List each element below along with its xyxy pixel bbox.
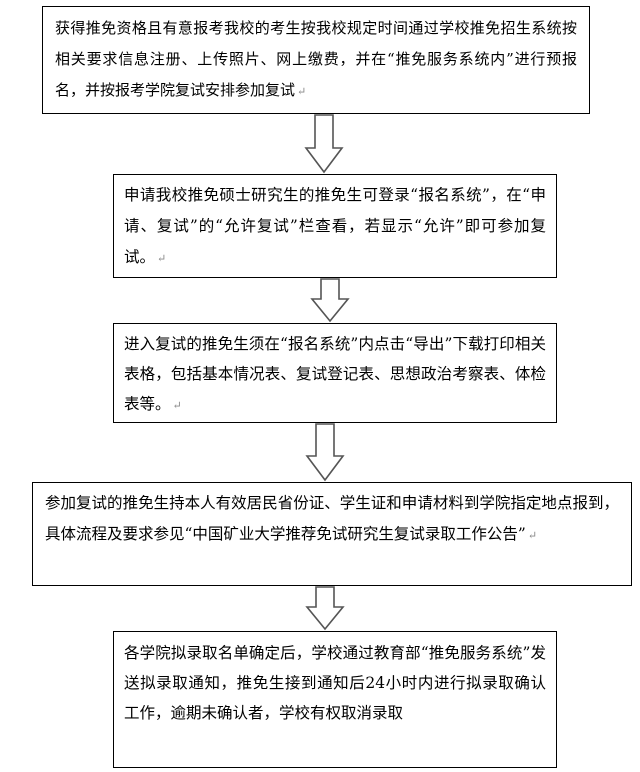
step-4-text: 参加复试的推免生持本人有效居民省份证、学生证和申请材料到学院指定地点报到，具体流…	[45, 494, 619, 543]
arrow-down-icon	[304, 114, 344, 174]
step-1-text: 获得推免资格且有意报考我校的考生按我校规定时间通过学校推免招生系统按相关要求信息…	[55, 19, 577, 99]
step-2-text: 申请我校推免硕士研究生的推免生可登录“报名系统”，在“申请、复试”的“允许复试”…	[124, 186, 546, 266]
flow-step-1: 获得推免资格且有意报考我校的考生按我校规定时间通过学校推免招生系统按相关要求信息…	[42, 6, 590, 114]
flow-step-3: 进入复试的推免生须在“报名系统”内点击“导出”下载打印相关表格，包括基本情况表、…	[113, 323, 557, 423]
flow-step-5: 各学院拟录取名单确定后，学校通过教育部“推免服务系统”发送拟录取通知，推免生接到…	[113, 631, 557, 768]
paragraph-mark-icon: ↵	[157, 252, 167, 265]
paragraph-mark-icon: ↵	[297, 85, 307, 98]
flow-step-4: 参加复试的推免生持本人有效居民省份证、学生证和申请材料到学院指定地点报到，具体流…	[32, 482, 632, 586]
step-3-text: 进入复试的推免生须在“报名系统”内点击“导出”下载打印相关表格，包括基本情况表、…	[124, 335, 546, 413]
arrow-down-icon	[305, 586, 345, 631]
step-5-text: 各学院拟录取名单确定后，学校通过教育部“推免服务系统”发送拟录取通知，推免生接到…	[124, 644, 546, 722]
paragraph-mark-icon: ↵	[172, 399, 182, 412]
arrow-down-icon	[310, 278, 350, 323]
paragraph-mark-icon: ↵	[527, 529, 538, 542]
arrow-down-icon	[305, 423, 345, 482]
flow-step-2: 申请我校推免硕士研究生的推免生可登录“报名系统”，在“申请、复试”的“允许复试”…	[113, 174, 557, 278]
